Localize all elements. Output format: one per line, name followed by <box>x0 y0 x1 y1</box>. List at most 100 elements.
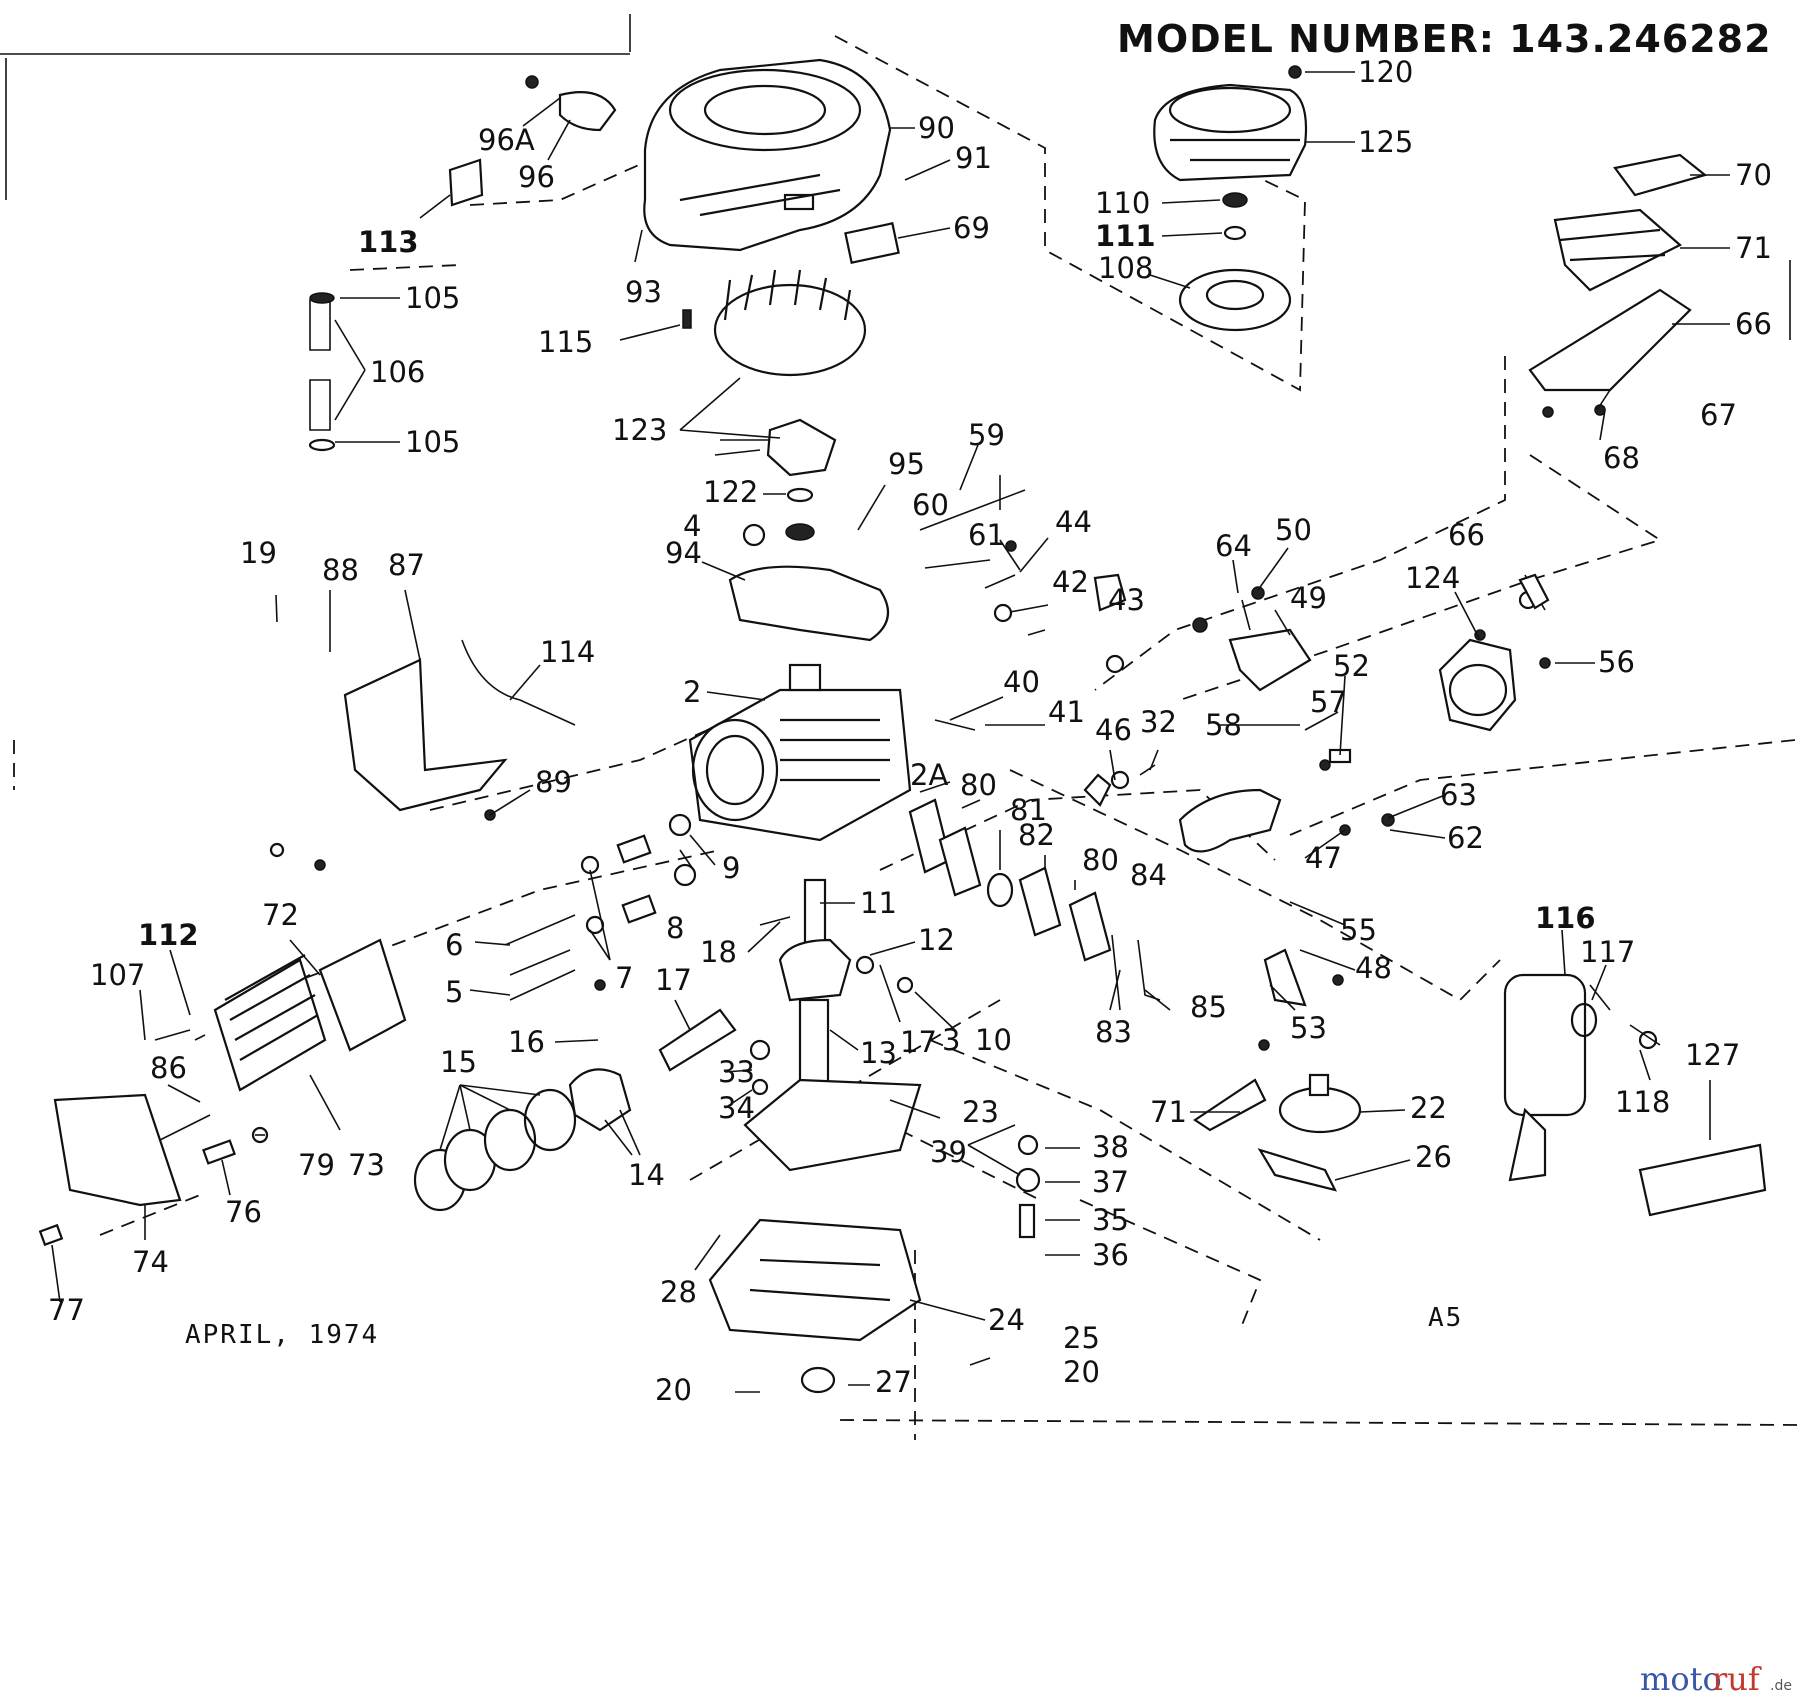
callout-61: 61 <box>968 518 1005 552</box>
site-watermark: moto ruf .de <box>1640 1660 1792 1698</box>
callout-79: 79 <box>298 1148 335 1182</box>
callout-73: 73 <box>348 1148 385 1182</box>
callout-94: 94 <box>665 536 702 570</box>
callout-118: 118 <box>1615 1085 1670 1119</box>
callout-67: 67 <box>1700 398 1737 432</box>
callout-16: 16 <box>508 1025 545 1059</box>
gasket-69-part <box>844 222 900 264</box>
callout-120: 120 <box>1358 55 1413 89</box>
callout-59: 59 <box>968 418 1005 452</box>
callout-81: 81 <box>1010 793 1047 827</box>
callout-2: 2 <box>683 675 701 709</box>
callout-63-top: 63 <box>1440 778 1477 812</box>
frame-lines <box>0 14 1791 790</box>
leader-lines <box>51 71 1730 1393</box>
callout-27: 27 <box>875 1365 912 1399</box>
callout-89: 89 <box>535 765 572 799</box>
callout-96A: 96A <box>478 123 535 157</box>
callout-28: 28 <box>660 1275 697 1309</box>
callout-122: 122 <box>703 475 758 509</box>
callout-23: 23 <box>962 1095 999 1129</box>
decal-113-part <box>448 158 484 207</box>
callout-117: 117 <box>1580 935 1635 969</box>
callout-44: 44 <box>1055 505 1092 539</box>
callout-10: 10 <box>975 1023 1012 1057</box>
callout-26: 26 <box>1415 1140 1452 1174</box>
callout-43: 43 <box>1108 583 1145 617</box>
callout-71-bottom: 71 <box>1150 1095 1187 1129</box>
callout-82: 82 <box>1018 818 1055 852</box>
callout-36: 36 <box>1092 1238 1129 1272</box>
callout-60: 60 <box>912 488 949 522</box>
callout-24: 24 <box>988 1303 1025 1337</box>
callout-110: 110 <box>1095 186 1150 220</box>
callout-105-top: 105 <box>405 281 460 315</box>
intake-manifold-part <box>1178 788 1282 853</box>
callout-80-top: 80 <box>960 768 997 802</box>
flywheel-part <box>713 269 867 477</box>
bracket-87-part <box>343 658 508 812</box>
callout-35: 35 <box>1092 1203 1129 1237</box>
callout-69-top: 69 <box>953 211 990 245</box>
sheet-code: A5 <box>1428 1303 1463 1333</box>
callout-33: 33 <box>718 1055 755 1089</box>
callout-83: 83 <box>1095 1015 1132 1049</box>
callout-125: 125 <box>1358 125 1413 159</box>
callout-25: 25 <box>1063 1321 1100 1355</box>
callout-72: 72 <box>262 898 299 932</box>
callout-57: 57 <box>1310 685 1347 719</box>
mounting-flange-part <box>1257 1073 1362 1192</box>
callout-105-bottom: 105 <box>405 425 460 459</box>
callout-123: 123 <box>612 413 667 447</box>
revision-date: APRIL, 1974 <box>185 1320 379 1350</box>
callout-85: 85 <box>1190 990 1227 1024</box>
callout-46: 46 <box>1095 713 1132 747</box>
watermark-suffix: .de <box>1770 1678 1792 1694</box>
callout-96: 96 <box>518 160 555 194</box>
callout-116: 116 <box>1535 901 1596 935</box>
governor-link-part <box>1228 628 1312 692</box>
callout-38: 38 <box>1092 1130 1129 1164</box>
callout-50: 50 <box>1275 513 1312 547</box>
callout-62: 62 <box>1447 821 1484 855</box>
callout-39: 39 <box>930 1135 967 1169</box>
callout-88: 88 <box>322 553 359 587</box>
camshaft-part <box>568 1068 632 1132</box>
seal-71-part <box>1193 1078 1267 1132</box>
air-cleaner-part <box>1528 153 1708 392</box>
callout-47: 47 <box>1305 841 1342 875</box>
blower-housing-part <box>643 58 892 252</box>
callout-7: 7 <box>615 961 633 995</box>
callout-87: 87 <box>388 548 425 582</box>
watermark-brand-a: moto <box>1640 1660 1722 1698</box>
callout-2A: 2A <box>910 758 948 792</box>
shield-74-part <box>53 1093 182 1207</box>
tube-114-part <box>461 639 576 726</box>
callout-37: 37 <box>1092 1165 1129 1199</box>
callout-20-left: 20 <box>655 1373 692 1407</box>
callout-115: 115 <box>538 325 593 359</box>
callout-70: 70 <box>1735 158 1772 192</box>
callout-53: 53 <box>1290 1011 1327 1045</box>
callout-80-bottom: 80 <box>1082 843 1119 877</box>
parts-bag-part <box>1638 1143 1767 1217</box>
callout-66-mid: 66 <box>1448 518 1485 552</box>
callout-114: 114 <box>540 635 595 669</box>
callout-12: 12 <box>918 923 955 957</box>
muffler-part <box>1503 973 1598 1182</box>
callout-91: 91 <box>955 141 992 175</box>
base-gasket-part <box>743 1078 922 1172</box>
pulley-108-part <box>1178 192 1292 332</box>
valve-springs-part <box>580 813 697 935</box>
callout-112: 112 <box>138 918 199 952</box>
callout-18: 18 <box>700 935 737 969</box>
crankshaft-part <box>778 878 852 1092</box>
callout-74: 74 <box>132 1245 169 1279</box>
callout-3: 3 <box>942 1023 960 1057</box>
cover-96-part <box>558 91 617 132</box>
callout-106: 106 <box>370 355 425 389</box>
callout-66-top: 66 <box>1735 307 1772 341</box>
model-number-title: MODEL NUMBER: 143.246282 <box>1117 17 1772 61</box>
